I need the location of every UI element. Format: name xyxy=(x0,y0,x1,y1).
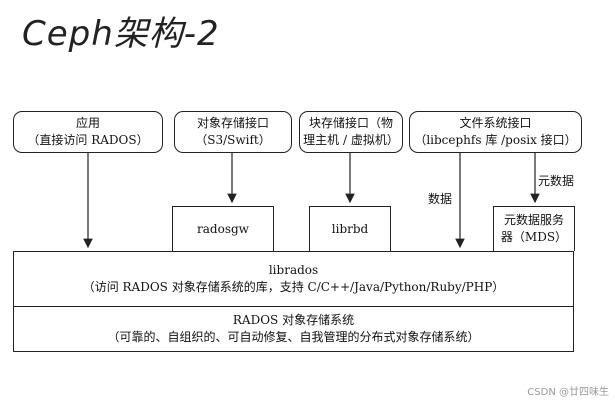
object-api-line2: （S3/Swift） xyxy=(195,133,271,147)
object-api-line1: 对象存储接口 xyxy=(196,116,269,130)
app-box-line2: （直接访问 RADOS） xyxy=(27,133,149,147)
data-label: 数据 xyxy=(428,192,453,206)
watermark: CSDN @廿四味生 xyxy=(527,387,609,398)
block-api-line2: 理主机 / 虚拟机） xyxy=(303,133,399,147)
librbd-label: librbd xyxy=(331,221,369,236)
radosgw-label: radosgw xyxy=(197,221,249,236)
block-api-line1: 块存储接口（物 xyxy=(308,116,393,130)
mds-line1: 元数据服务 xyxy=(503,213,564,227)
mds-line2: 器（MDS） xyxy=(500,230,568,244)
object-api-box: 对象存储接口 （S3/Swift） xyxy=(174,111,292,153)
metadata-label: 元数据 xyxy=(538,174,575,188)
file-api-box: 文件系统接口 （libcephfs 库 /posix 接口） xyxy=(409,111,582,153)
mds-box: 元数据服务 器（MDS） xyxy=(493,206,575,251)
radosgw-box: radosgw xyxy=(172,206,274,251)
librados-line1: librados xyxy=(268,263,319,277)
file-api-line1: 文件系统接口 xyxy=(459,116,532,130)
app-box: 应用 （直接访问 RADOS） xyxy=(13,111,163,153)
librados-box: librados （访问 RADOS 对象存储系统的库，支持 C/C++/Jav… xyxy=(13,251,574,307)
page-title: Ceph架构-2 xyxy=(22,14,220,54)
rados-line1: RADOS 对象存储系统 xyxy=(232,313,355,327)
block-api-box: 块存储接口（物 理主机 / 虚拟机） xyxy=(299,111,403,153)
librbd-box: librbd xyxy=(309,206,391,251)
librados-line2: （访问 RADOS 对象存储系统的库，支持 C/C++/Java/Python/… xyxy=(82,280,505,294)
rados-box: RADOS 对象存储系统 （可靠的、自组织的、可自动修复、自我管理的分布式对象存… xyxy=(13,306,574,352)
rados-line2: （可靠的、自组织的、可自动修复、自我管理的分布式对象存储系统） xyxy=(107,330,480,344)
app-box-line1: 应用 xyxy=(75,116,100,130)
file-api-line2: （libcephfs 库 /posix 接口） xyxy=(414,133,577,147)
